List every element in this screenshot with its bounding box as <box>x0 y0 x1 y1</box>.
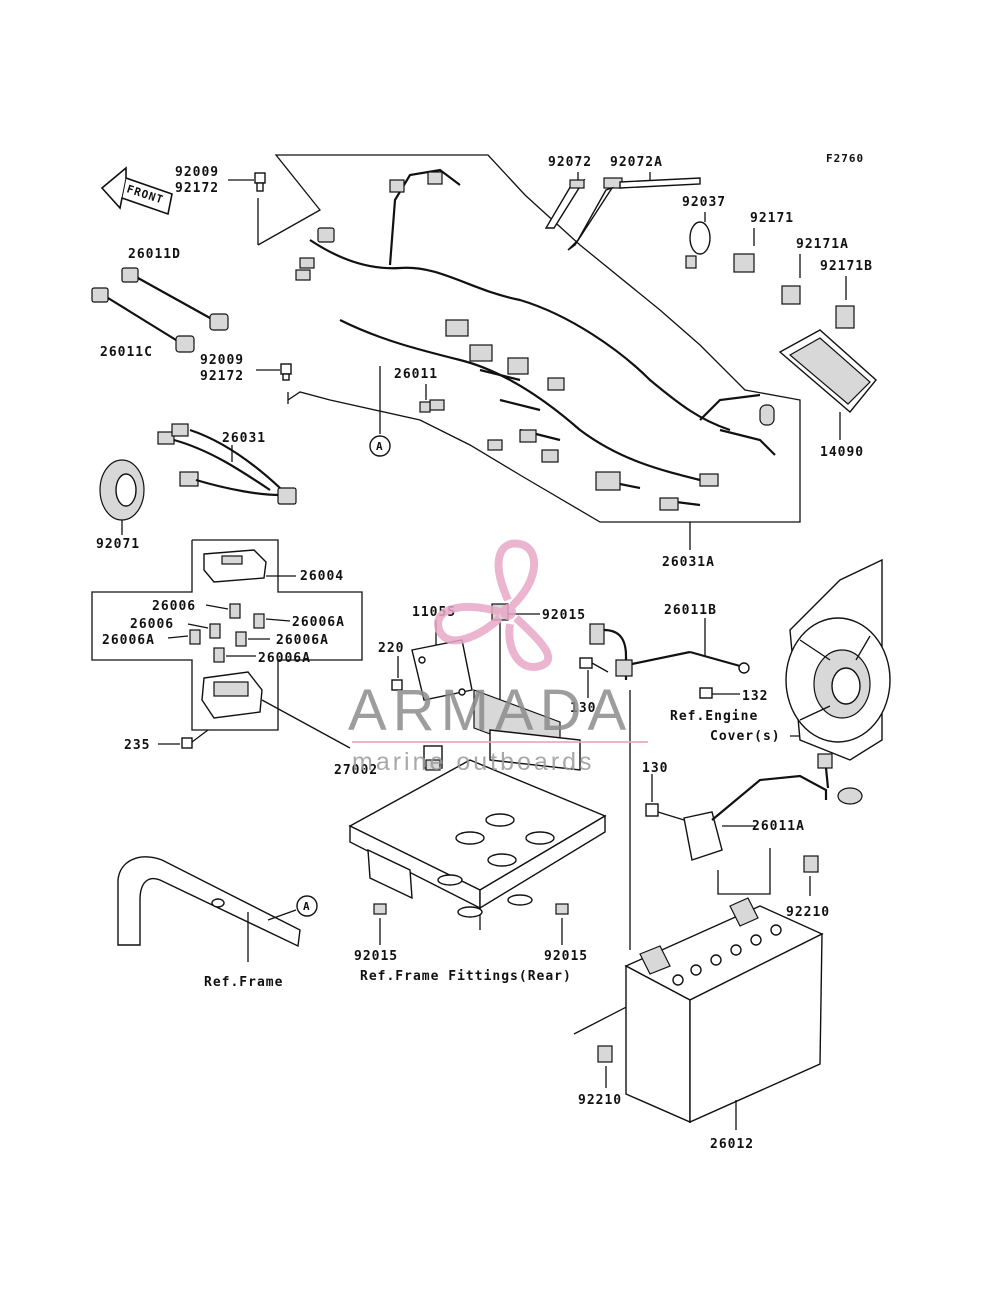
relay-box-26004 <box>203 549 296 583</box>
clip-92171 <box>733 228 755 273</box>
callout-92171b: 92171B <box>820 259 873 274</box>
battery-tray <box>348 689 607 930</box>
bolt-92009-top <box>228 172 266 245</box>
callout-26006a-2: 26006A <box>276 633 329 648</box>
reference-a-label: A <box>376 440 384 453</box>
bolt-130-upper <box>579 657 609 698</box>
callout-27002: 27002 <box>334 763 378 778</box>
propeller-logo-icon <box>434 539 553 671</box>
sub-harness-26031 <box>157 423 297 505</box>
callout-26006a-4: 26006A <box>258 651 311 666</box>
callout-14090: 14090 <box>820 445 864 460</box>
clamp-92037 <box>685 212 711 269</box>
fuse-holder <box>201 671 351 749</box>
ref-frame-fittings-rear: Ref.Frame Fittings(Rear) <box>360 969 572 984</box>
bolt-132 <box>699 687 740 699</box>
armada-watermark: ARMADA marine outboards <box>348 539 648 776</box>
watermark-brand: ARMADA <box>348 678 632 743</box>
bolt-130-lower <box>645 774 685 821</box>
callout-26011a: 26011A <box>752 819 805 834</box>
watermark-tagline: marine outboards <box>352 748 595 776</box>
engine-cover <box>785 558 891 761</box>
nut-92210-right <box>717 848 819 896</box>
callout-235: 235 <box>124 738 150 753</box>
cover-14090 <box>778 329 877 440</box>
callout-220: 220 <box>378 641 404 656</box>
callout-92015-top: 92015 <box>542 608 586 623</box>
fuse-group-outline <box>91 539 363 731</box>
callout-92071: 92071 <box>96 537 140 552</box>
callout-132: 132 <box>742 689 768 704</box>
callout-26011: 26011 <box>394 367 438 382</box>
clip-92171a <box>781 254 801 305</box>
ref-engine-label: Ref.Engine <box>670 709 758 724</box>
callout-92172-mid: 92172 <box>200 369 244 384</box>
callout-26006a-1: 26006A <box>292 615 345 630</box>
callout-26011b: 26011B <box>664 603 717 618</box>
cable-26011a <box>683 753 863 861</box>
callout-92037: 92037 <box>682 195 726 210</box>
nut-92210-left <box>573 999 641 1088</box>
cable-tie-92072a <box>567 172 701 251</box>
callout-26006a-3: 26006A <box>102 633 155 648</box>
callout-130-lower: 130 <box>642 761 668 776</box>
callout-92172-top: 92172 <box>175 181 219 196</box>
grommet-92071 <box>99 459 145 535</box>
bolt-220 <box>391 656 403 691</box>
callout-92171a: 92171A <box>796 237 849 252</box>
callout-26011c: 26011C <box>100 345 153 360</box>
callout-92072: 92072 <box>548 155 592 170</box>
callout-92210-right: 92210 <box>786 905 830 920</box>
relay-27002 <box>423 745 443 771</box>
callout-26031a: 26031A <box>662 555 715 570</box>
reference-a-marker-2: A <box>303 900 311 913</box>
front-arrow-icon: FRONT <box>100 166 173 216</box>
callout-130-upper: 130 <box>570 701 596 716</box>
callout-26012: 26012 <box>710 1137 754 1152</box>
cable-26011b <box>589 618 750 680</box>
figure-code: F2760 <box>826 152 864 165</box>
callout-92009-mid: 92009 <box>200 353 244 368</box>
harness-group-outline <box>257 154 801 523</box>
bolt-92009-mid <box>256 363 292 404</box>
ref-engine-cover-label: Cover(s) <box>710 729 781 744</box>
callout-92210-left: 92210 <box>578 1093 622 1108</box>
cable-tie-92072 <box>544 172 586 229</box>
screw-235 <box>158 729 209 749</box>
frame-reference <box>117 856 318 962</box>
battery-26012 <box>624 897 824 1130</box>
sub-harness-26011d <box>121 267 229 331</box>
clip-92171b <box>835 276 855 329</box>
ref-frame-label: Ref.Frame <box>204 975 283 990</box>
callout-26011d: 26011D <box>128 247 181 262</box>
connector-26011 <box>419 401 431 413</box>
main-wire-harness-26031a <box>295 168 776 511</box>
sub-harness-26011c <box>91 287 195 353</box>
callout-26031: 26031 <box>222 431 266 446</box>
callout-92072a: 92072A <box>610 155 663 170</box>
callout-92015-left: 92015 <box>354 949 398 964</box>
reference-a-marker <box>369 435 391 457</box>
callout-92015-right: 92015 <box>544 949 588 964</box>
callout-92171: 92171 <box>750 211 794 226</box>
callout-26006-b: 26006 <box>130 617 174 632</box>
callout-26006-a: 26006 <box>152 599 196 614</box>
callout-92009-top: 92009 <box>175 165 219 180</box>
fuses-26006 <box>167 603 291 663</box>
callout-26004: 26004 <box>300 569 344 584</box>
